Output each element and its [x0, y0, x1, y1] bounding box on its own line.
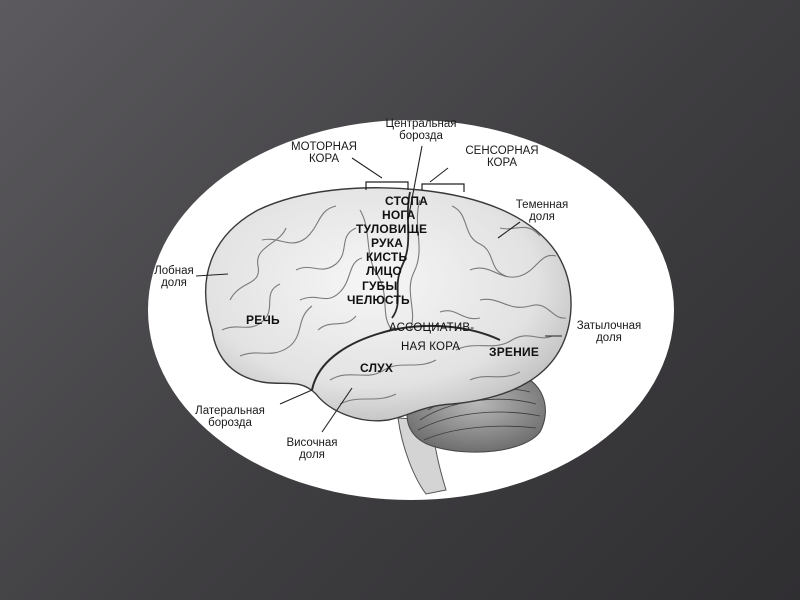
motor-cortex-label: МОТОРНАЯ КОРА — [291, 141, 357, 165]
body-part-arm: РУКА — [371, 236, 404, 250]
temporal-gyri — [329, 359, 437, 405]
association-cortex-line-1: АССОЦИАТИВ- — [389, 322, 475, 334]
body-part-jaw: ЧЕЛЮСТЬ — [347, 293, 410, 307]
cerebrum — [205, 187, 572, 422]
lateral-sulcus-label: Латеральная борозда — [195, 405, 265, 429]
temporal-lobe-label: Височная доля — [286, 437, 338, 461]
body-part-lips: ГУБЫ — [362, 279, 398, 293]
gyri — [221, 199, 567, 381]
motor-bracket — [365, 181, 409, 190]
leader-lines — [195, 145, 562, 433]
body-part-hand: КИСТЬ — [366, 250, 408, 264]
parietal-lobe-label: Теменная доля — [515, 199, 569, 223]
hearing-area: СЛУХ — [360, 361, 394, 375]
lateral-sulcus — [311, 324, 501, 391]
body-part-foot: СТОПА — [385, 194, 429, 208]
speech-area: РЕЧЬ — [246, 313, 280, 327]
sensory-bracket — [421, 183, 465, 192]
occipital-lobe-label: Затылочная доля — [576, 320, 642, 344]
central-sulcus-label: Центральная борозда — [385, 118, 457, 142]
association-cortex-line-2: НАЯ КОРА — [401, 341, 461, 353]
body-part-leg: НОГА — [382, 208, 416, 222]
body-part-face: ЛИЦО — [366, 264, 402, 278]
frontal-lobe-label: Лобная доля — [154, 265, 194, 289]
vision-area: ЗРЕНИЕ — [489, 345, 540, 359]
body-part-trunk: ТУЛОВИЩЕ — [356, 222, 428, 236]
sensory-cortex-label: СЕНСОРНАЯ КОРА — [465, 145, 539, 169]
central-sulcus — [391, 191, 411, 319]
